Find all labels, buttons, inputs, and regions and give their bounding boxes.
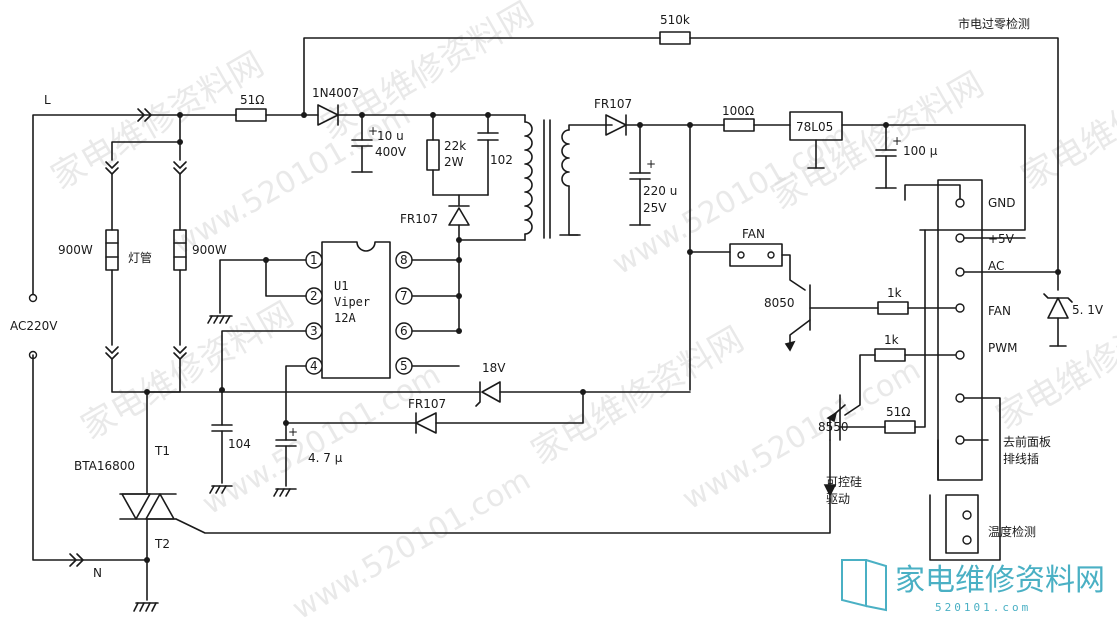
site-logo: 家电维修资料网 520101.com: [841, 559, 1105, 614]
line-n-label: N: [93, 566, 102, 580]
conn-fan-label: FAN: [988, 304, 1011, 318]
diode-fr107-a-label: FR107: [400, 212, 438, 226]
r-1k-b-label: 1k: [884, 333, 899, 347]
ic-name-label: Viper: [334, 295, 370, 309]
r-1k-a-label: 1k: [887, 286, 902, 300]
fan-box-label: FAN: [742, 227, 765, 241]
cap-10u-plus: +: [368, 124, 378, 138]
panel-label-2: 排线插: [1003, 452, 1039, 466]
ac220v-label: AC220V: [10, 319, 58, 333]
line-l-label: L: [44, 93, 51, 107]
pin-4: 4: [310, 359, 318, 373]
watermark-text: 家电维修资料网: [75, 294, 301, 448]
pin-5: 5: [400, 359, 408, 373]
zero-cross-label: 市电过零检测: [958, 16, 1030, 31]
scr-drive-label-1: 可控硅: [826, 475, 862, 489]
scr-drive-label-2: 驱动: [826, 492, 850, 506]
logo-book-icon: [841, 559, 867, 608]
conn-pwm-label: PWM: [988, 341, 1017, 355]
mains-input: L AC220V N: [10, 93, 237, 580]
q-8550-label: 8550: [818, 420, 849, 434]
zero-cross-feed: 510k 市电过零检测: [303, 13, 1059, 271]
lamp-right-watt: 900W: [192, 243, 227, 257]
cap-220u-plus: +: [646, 157, 656, 171]
resistor-51: [235, 108, 267, 122]
watermark-url: www.520101.com: [607, 117, 857, 282]
diode-1n4007: [317, 104, 339, 126]
secondary-rectifier: FR107 + 220 u 25V 100Ω 78L05 + 100 μ: [594, 97, 1026, 391]
watermark-text: 家电维修资料网: [315, 0, 541, 148]
regulator-label: 78L05: [796, 120, 833, 134]
watermark-text: 家电维修资料网: [525, 319, 751, 473]
cap-100u-plus: +: [892, 134, 902, 148]
front-panel-connector: GND +5V AC FAN PWM 去前面板 排线插 温度检测: [904, 179, 1061, 561]
pin-1: 1: [310, 253, 318, 267]
resistor-100: [723, 118, 755, 132]
triac-t2: T2: [154, 537, 170, 551]
pin-3: 3: [310, 324, 318, 338]
cap-102-label: 102: [490, 153, 513, 167]
resistor-22k-watt: 2W: [444, 155, 464, 169]
lamp-left-watt: 900W: [58, 243, 93, 257]
ic-part-label: 12A: [334, 311, 356, 325]
logo-site: 520101.com: [935, 601, 1031, 614]
cap-100u-label: 100 μ: [903, 144, 938, 158]
cap-220u-label: 220 u: [643, 184, 677, 198]
watermark-text: 家电维修资料网: [1015, 44, 1117, 198]
input-rectifier: 51Ω 1N4007 + 10 u 400V 22k 2W 102: [235, 86, 526, 243]
resistor-22k-label: 22k: [444, 139, 466, 153]
cap-104-label: 104: [228, 437, 251, 451]
zener-18v-label: 18V: [482, 361, 506, 375]
temp-detect-label: 温度检测: [988, 524, 1036, 539]
diode-1n4007-label: 1N4007: [312, 86, 359, 100]
ic-u1-label: U1: [334, 279, 348, 293]
q-8050-label: 8050: [764, 296, 795, 310]
pin-7: 7: [400, 289, 408, 303]
diode-fr107-b-label: FR107: [594, 97, 632, 111]
cap-220u-voltage: 25V: [643, 201, 667, 215]
conn-5v-label: +5V: [988, 232, 1015, 246]
transformer: [524, 114, 613, 241]
fan-section: FAN 8050 1k: [687, 227, 961, 352]
ac-terminal-top: [28, 293, 38, 303]
conn-gnd-label: GND: [988, 196, 1016, 210]
conn-ac-label: AC: [988, 259, 1004, 273]
cap-4u7-label: 4. 7 μ: [308, 451, 343, 465]
resistor-51-pwm: [884, 420, 916, 434]
resistor-51-label: 51Ω: [240, 93, 264, 107]
diode-fr107-snubber: [448, 207, 470, 226]
resistor-100-label: 100Ω: [722, 104, 754, 118]
watermark-url: www.520101.com: [287, 462, 537, 627]
cap-10u-label: 10 u: [377, 129, 404, 143]
cap-10u-voltage: 400V: [375, 145, 407, 159]
lamp-section: 900W 灯管 900W: [58, 112, 227, 395]
pin-6: 6: [400, 324, 408, 338]
resistor-1k-fan: [877, 301, 909, 315]
cap-4u7-plus: +: [288, 425, 298, 439]
feedback-path: 18V FR107: [146, 361, 691, 434]
ic-viper12a: U1 Viper 12A 1 2 3 4 8 7 6 5 104 + 4.: [207, 239, 462, 497]
triac-t1: T1: [154, 444, 170, 458]
diode-fr107-aux: [415, 412, 437, 434]
temp-connector: [945, 494, 979, 554]
triac-label: BTA16800: [74, 459, 135, 473]
diode-fr107-c-label: FR107: [408, 397, 446, 411]
triac: BTA16800 T1 T2 可控硅 驱动: [74, 391, 862, 612]
zener-5v1: 5. 1V: [1043, 271, 1104, 347]
panel-label-1: 去前面板: [1003, 434, 1051, 449]
pin-2: 2: [310, 289, 318, 303]
resistor-510k: [659, 31, 691, 45]
pin-8: 8: [400, 253, 408, 267]
watermark-url: www.520101.com: [677, 352, 927, 517]
lamp-left: [105, 229, 119, 271]
pwm-section: 8550 1k 51Ω: [818, 229, 961, 441]
logo-name: 家电维修资料网: [895, 563, 1105, 598]
resistor-510k-label: 510k: [660, 13, 690, 27]
resistor-22k: [426, 139, 440, 171]
r-51-b-label: 51Ω: [886, 405, 910, 419]
diode-fr107-secondary: [605, 114, 627, 136]
lamp-name: 灯管: [128, 250, 152, 265]
zener-51-label: 5. 1V: [1072, 303, 1104, 317]
